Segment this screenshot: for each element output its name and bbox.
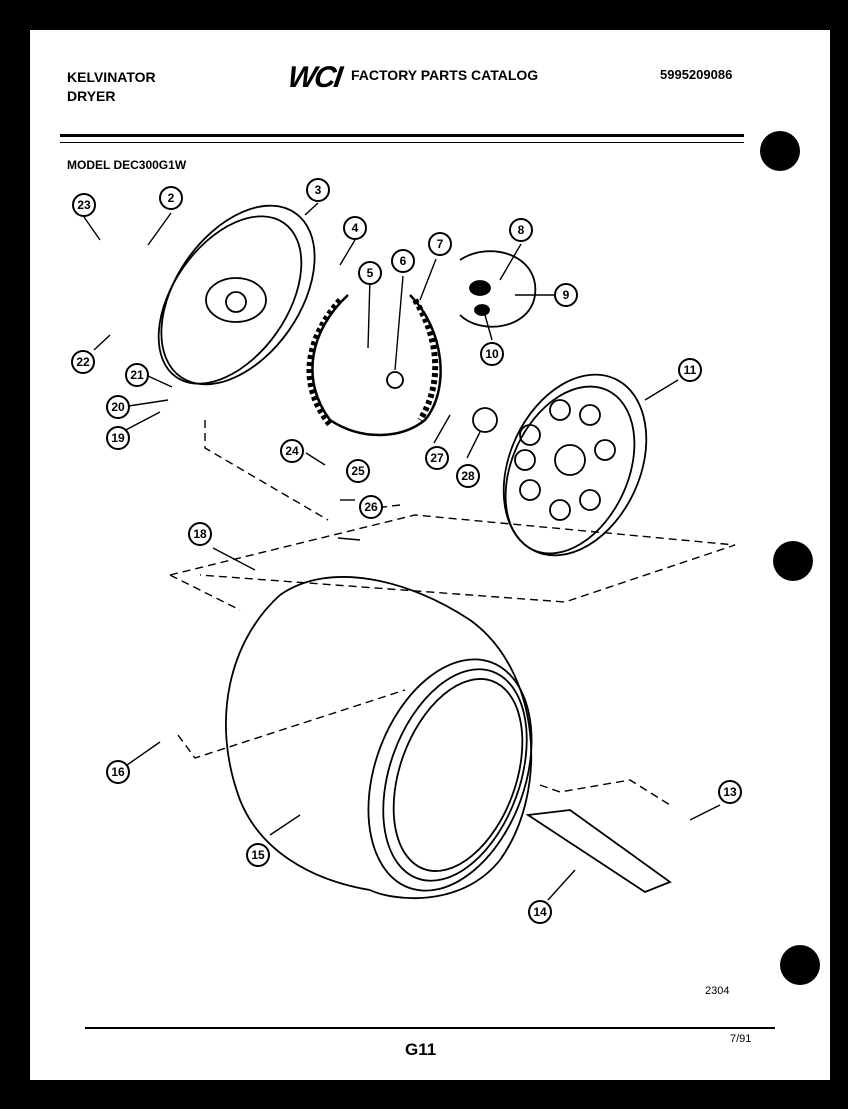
callout-11: 11 [678,358,702,382]
product-type: DRYER [67,88,116,104]
callout-8: 8 [509,218,533,242]
svg-text:26: 26 [364,500,378,514]
heater-part-6 [386,371,404,389]
callout-26: 26 [359,495,383,519]
callout-18: 18 [188,522,212,546]
callout-3: 3 [306,178,330,202]
svg-text:16: 16 [111,765,125,779]
part-10 [474,304,490,316]
svg-text:27: 27 [430,451,444,465]
callout-27: 27 [425,446,449,470]
catalog-page: KELVINATOR DRYER WCI FACTORY PARTS CATAL… [30,30,830,1080]
page-code: G11 [405,1040,437,1059]
exploded-parts-diagram: 2 3 4 5 6 7 8 9 10 11 13 14 15 16 18 19 … [71,178,742,924]
callout-23: 23 [72,193,96,217]
callout-leaders [83,202,721,901]
diagram-number: 2304 [705,985,730,997]
callout-10: 10 [480,342,504,366]
header-rule-top [60,134,744,137]
svg-text:23: 23 [77,198,91,212]
front-bulkhead [502,373,648,557]
svg-text:9: 9 [563,288,570,302]
callout-4: 4 [343,216,367,240]
callout-numbers: 2 3 4 5 6 7 8 9 10 11 13 14 15 16 18 19 … [71,178,742,924]
drum [225,576,533,900]
callout-21: 21 [125,363,149,387]
baffle [525,809,672,894]
callout-19: 19 [106,426,130,450]
callout-9: 9 [554,283,578,307]
svg-text:25: 25 [351,464,365,478]
model-number: MODEL DEC300G1W [67,158,187,172]
catalog-date: 7/91 [730,1033,752,1045]
callout-15: 15 [246,843,270,867]
svg-text:18: 18 [193,527,207,541]
svg-text:4: 4 [352,221,359,235]
svg-text:8: 8 [518,223,525,237]
callout-24: 24 [280,439,304,463]
rear-bulkhead [157,204,316,386]
svg-text:2: 2 [168,191,175,205]
callout-13: 13 [718,780,742,804]
svg-text:14: 14 [533,905,547,919]
svg-text:21: 21 [130,368,144,382]
footer-rule [85,1027,775,1029]
callout-20: 20 [106,395,130,419]
svg-text:10: 10 [485,347,499,361]
part-8 [469,280,491,296]
svg-text:7: 7 [437,237,444,251]
binder-hole-top [760,131,800,171]
svg-text:28: 28 [461,469,475,483]
callout-28: 28 [456,464,480,488]
callout-16: 16 [106,760,130,784]
svg-text:24: 24 [285,444,299,458]
binder-hole-bottom [780,945,820,985]
header-rule-bottom [60,142,744,143]
svg-text:19: 19 [111,431,125,445]
part-28 [472,407,498,433]
svg-text:13: 13 [723,785,737,799]
callout-5: 5 [358,261,382,285]
svg-text:15: 15 [251,848,265,862]
svg-text:22: 22 [76,355,90,369]
catalog-title: FACTORY PARTS CATALOG [351,67,539,83]
callout-7: 7 [428,232,452,256]
callout-2: 2 [159,186,183,210]
svg-text:6: 6 [400,254,407,268]
svg-text:3: 3 [315,183,322,197]
callout-14: 14 [528,900,552,924]
callout-6: 6 [391,249,415,273]
brand-name: KELVINATOR [67,69,156,85]
svg-text:11: 11 [684,363,697,377]
assembly-guide-lines [169,420,736,806]
callout-25: 25 [346,459,370,483]
callout-22: 22 [71,350,95,374]
heater-coil [306,294,442,437]
svg-text:20: 20 [111,400,125,414]
svg-text:5: 5 [367,266,374,280]
catalog-part-number: 5995209086 [660,67,733,82]
binder-hole-middle [773,541,813,581]
